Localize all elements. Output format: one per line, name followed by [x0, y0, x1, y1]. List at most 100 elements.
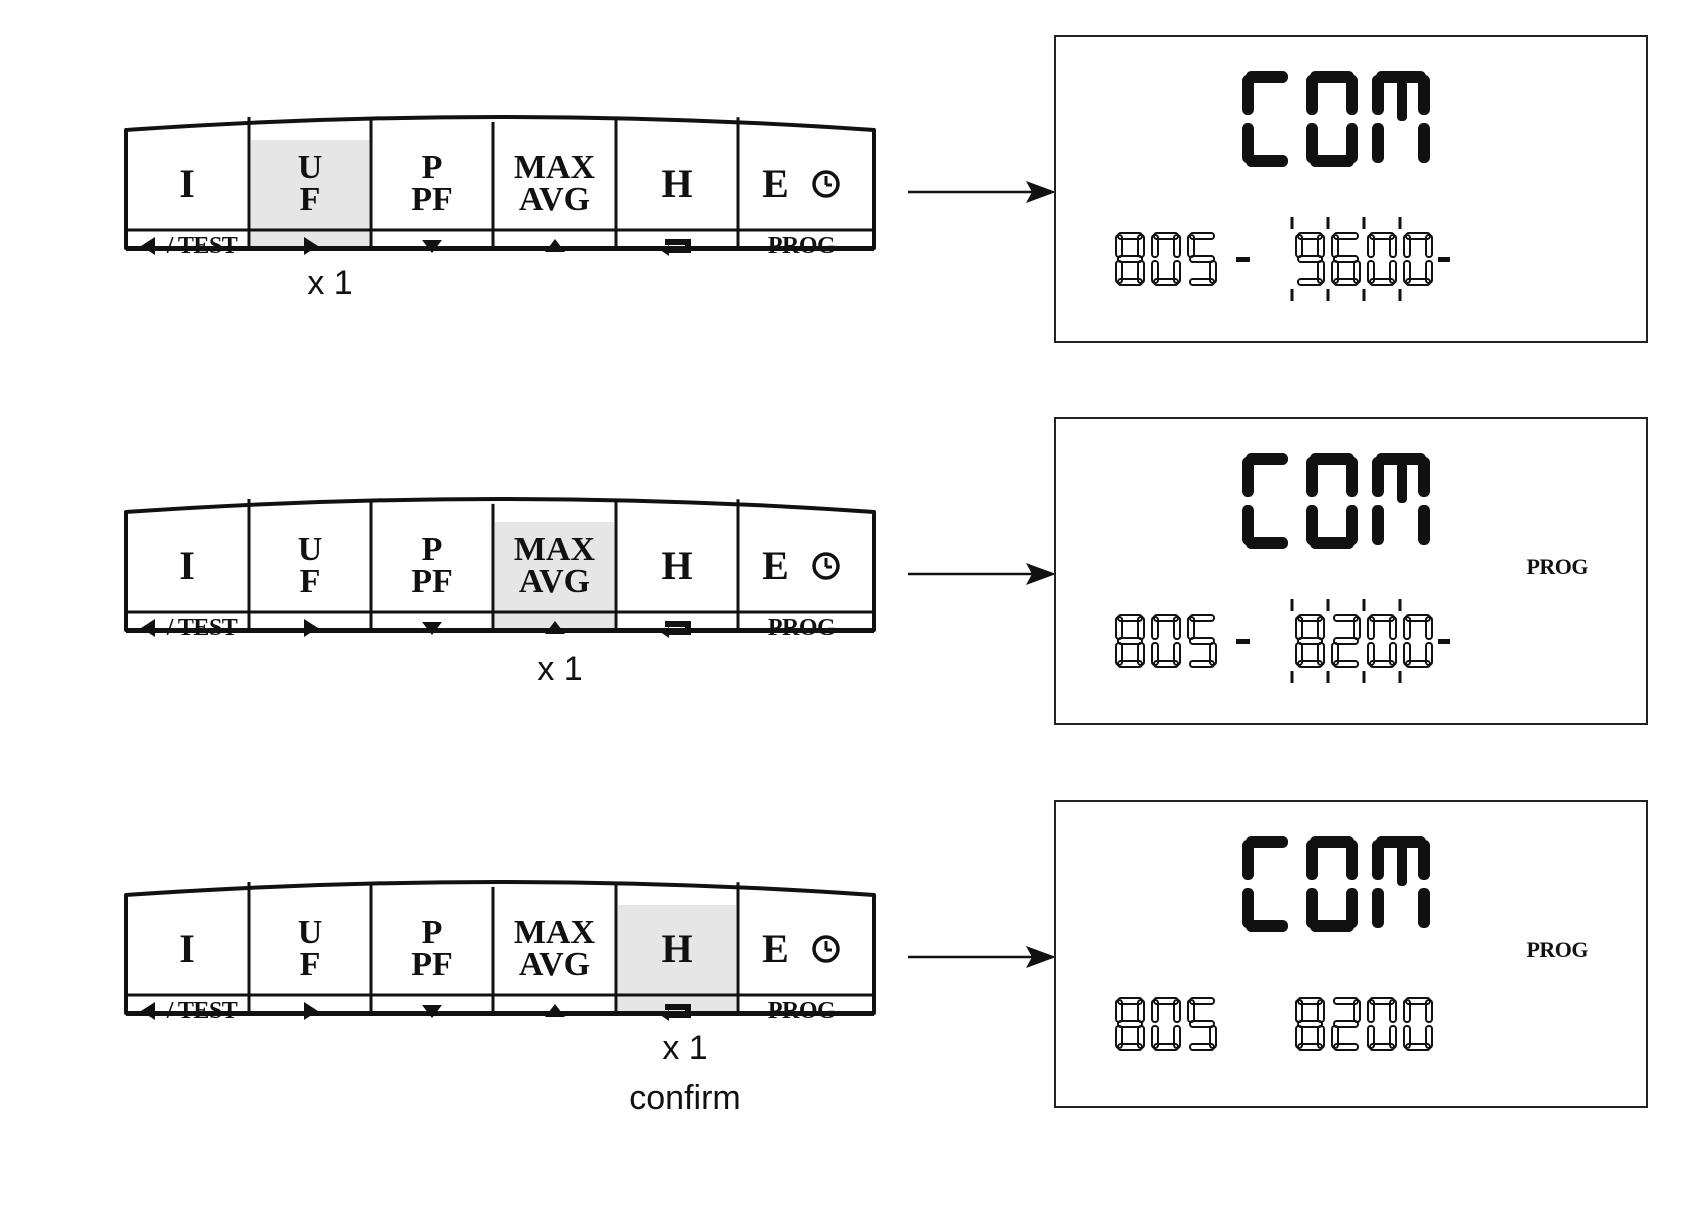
key-label-line: U [297, 530, 323, 568]
key-label: I [127, 522, 247, 610]
key-label: I [127, 905, 247, 993]
key-label-line: H [661, 926, 693, 971]
key-label-line: AVG [518, 946, 591, 983]
key-label-line: P [421, 530, 443, 568]
lcd-line2-glyphs [1115, 997, 1433, 1051]
key-sublabel-text: / TEST [166, 997, 238, 1024]
key-label-line: AVG [518, 563, 591, 600]
press-count-label: x 1 confirm [585, 1023, 785, 1123]
key-label-line: U [297, 148, 323, 186]
flow-arrow [908, 563, 1056, 585]
key-label-line: H [661, 543, 693, 588]
key-label-line: PF [411, 946, 453, 983]
press-count: x 1 [662, 1029, 708, 1067]
key-e[interactable]: E PROG [740, 522, 863, 641]
key-sublabel-text: PROG [767, 997, 836, 1024]
lcd-segments [1115, 453, 1450, 683]
press-count: x 1 [537, 650, 583, 688]
key-label-line: I [179, 161, 195, 206]
key-label-line: E [762, 161, 789, 206]
key-label-line: I [179, 926, 195, 971]
lcd-line2-glyphs [1115, 599, 1450, 683]
key-label-line: MAX [513, 530, 596, 568]
key-label-line: PF [411, 563, 453, 600]
flow-arrow [908, 181, 1056, 203]
keypad-frame [124, 497, 876, 633]
keypad-frame [124, 115, 876, 251]
lcd-prog-flag: PROG [1526, 554, 1588, 579]
key-i[interactable]: I / TEST [127, 522, 247, 641]
flow-arrow [908, 946, 1056, 968]
key-label: E [740, 522, 863, 610]
key-label: H [618, 905, 736, 993]
key-sublabel: / TEST [127, 230, 247, 262]
press-count: x 1 [307, 264, 353, 302]
lcd-segments [1115, 71, 1450, 301]
key-label-line: PF [411, 181, 453, 218]
key-sublabel: / TEST [127, 612, 247, 644]
key-label-line: F [299, 181, 321, 218]
key-label: H [618, 522, 736, 610]
lcd-prog-flag: PROG [1526, 937, 1588, 962]
key-label-line: F [299, 946, 321, 983]
key-label-line: U [297, 913, 323, 951]
press-note: confirm [629, 1079, 741, 1117]
keypad-frame [124, 880, 876, 1016]
key-e[interactable]: E PROG [740, 140, 863, 259]
clock-icon [812, 170, 840, 198]
clock-icon [812, 552, 840, 580]
lcd-display: COMBDS 19200PROG [1054, 417, 1648, 725]
lcd-display: COMBDS 19200PROG [1054, 800, 1648, 1108]
key-label-line: AVG [518, 181, 591, 218]
clock-icon [812, 935, 840, 963]
key-sublabel-text: / TEST [166, 614, 238, 641]
key-h[interactable]: H [618, 905, 736, 1021]
key-label-line: H [661, 161, 693, 206]
lcd-line2-glyphs [1115, 217, 1450, 301]
press-count-label: x 1 [500, 644, 620, 694]
key-sublabel-text: PROG [767, 614, 836, 641]
key-sublabel: PROG [740, 230, 863, 262]
key-label: I [127, 140, 247, 228]
lcd-line1-glyphs [1242, 836, 1430, 932]
key-label: E [740, 140, 863, 228]
lcd-display: COMBDS 9600 [1054, 35, 1648, 343]
key-sublabel: PROG [740, 612, 863, 644]
key-e[interactable]: E PROG [740, 905, 863, 1024]
key-label-line: MAX [513, 148, 596, 186]
key-label: H [618, 140, 736, 228]
key-sublabel: PROG [740, 995, 863, 1027]
key-label-line: E [762, 926, 789, 971]
key-label-line: P [421, 913, 443, 951]
lcd-segments [1115, 836, 1433, 1051]
key-label-line: MAX [513, 913, 596, 951]
key-i[interactable]: I / TEST [127, 140, 247, 259]
key-label-line: I [179, 543, 195, 588]
key-label-line: E [762, 543, 789, 588]
key-label-line: P [421, 148, 443, 186]
key-sublabel-text: PROG [767, 232, 836, 259]
key-label-line: F [299, 563, 321, 600]
